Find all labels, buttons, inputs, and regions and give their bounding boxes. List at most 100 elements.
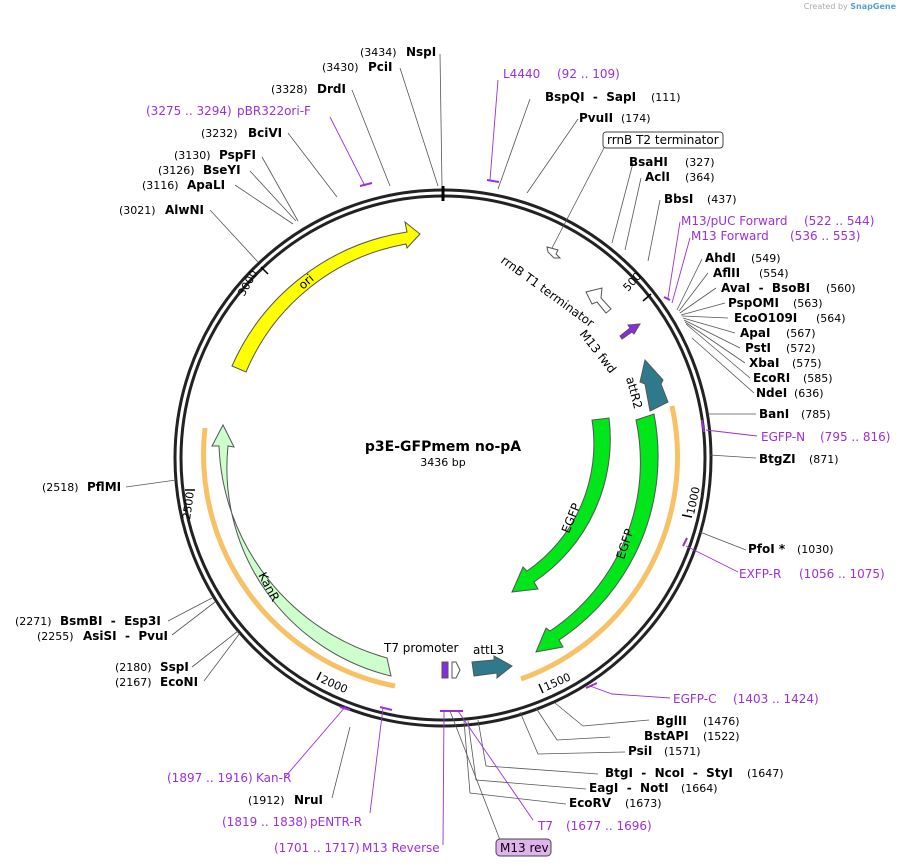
m13-rev-callout[interactable]: M13 rev	[449, 710, 552, 857]
svg-text:(1476): (1476)	[703, 715, 740, 728]
tick-label-1000: 1000	[684, 486, 703, 516]
egfp-orf-band	[520, 405, 681, 682]
m13-rev-label: M13 rev	[500, 841, 549, 855]
site-aflii: AflII(554)	[713, 266, 789, 280]
site-sspi: (2180)SspI	[115, 660, 189, 674]
tick-label-1500: 1500	[542, 670, 573, 693]
svg-text:BtgZI: BtgZI	[759, 452, 796, 466]
site-avai: AvaI - BsoBI(560)	[721, 281, 856, 295]
svg-text:EcoRI: EcoRI	[753, 371, 790, 385]
svg-text:EGFP-N: EGFP-N	[761, 430, 805, 444]
svg-text:(1647): (1647)	[747, 767, 784, 780]
svg-text:(327): (327)	[685, 156, 715, 169]
primer-m13-reverse: (1701 .. 1717)M13 Reverse	[274, 841, 440, 855]
svg-text:Kan-R: Kan-R	[256, 771, 291, 785]
site-psii: PsiI(1571)	[628, 744, 701, 758]
site-ecori: EcoRI (585)	[753, 371, 833, 385]
svg-text:(1571): (1571)	[664, 745, 701, 758]
svg-text:M13 Reverse: M13 Reverse	[362, 841, 440, 855]
tick-label-500: 500	[621, 270, 645, 294]
svg-text:PciI: PciI	[368, 60, 393, 74]
m13-fwd-arrow[interactable]	[619, 323, 641, 340]
site-asisi: (2255) AsiSI - PvuI	[37, 629, 168, 643]
svg-text:ApaLI: ApaLI	[187, 178, 225, 192]
t7-promoter-label: T7 promoter	[383, 641, 459, 655]
primer-pbr322ori-f: (3275 .. 3294)pBR322ori-F	[146, 104, 311, 118]
site-alwni: (3021)AlwNI	[119, 203, 204, 217]
svg-text:PfoI *: PfoI *	[748, 542, 786, 556]
svg-text:NspI: NspI	[406, 45, 436, 59]
site-bspqi: BspQI - SapI(111)	[545, 90, 681, 104]
svg-text:AsiSI - PvuI: AsiSI - PvuI	[83, 629, 168, 643]
svg-text:(3434): (3434)	[360, 46, 397, 59]
svg-text:(563): (563)	[793, 297, 823, 310]
site-drdi: (3328)DrdI	[271, 82, 346, 96]
svg-text:EGFP-C: EGFP-C	[673, 692, 716, 706]
primer-t7: T7(1677 .. 1696)	[537, 819, 652, 833]
primer-l4440: L4440(92 .. 109)	[503, 67, 620, 81]
rrnb-t1-arrow[interactable]	[585, 287, 612, 314]
primer-kan-r: (1897 .. 1916)Kan-R	[167, 771, 291, 785]
svg-text:BsaHI: BsaHI	[629, 155, 668, 169]
plasmid-size: 3436 bp	[420, 456, 465, 469]
svg-text:L4440: L4440	[503, 67, 540, 81]
rrnb-t2-label: rrnB T2 terminator	[607, 133, 719, 147]
egfp-inner-arrow[interactable]	[511, 417, 611, 593]
attr2-arrow[interactable]	[639, 358, 669, 412]
svg-text:BstAPI: BstAPI	[644, 729, 689, 743]
primer-egfp-c: EGFP-C(1403 .. 1424)	[673, 692, 819, 706]
svg-text:(437): (437)	[707, 193, 737, 206]
rrnb-t2-terminator-callout[interactable]: rrnB T2 terminator	[551, 131, 724, 249]
site-btgi: BtgI - NcoI - StyI(1647)	[605, 766, 784, 780]
site-apai: ApaI(567)	[740, 326, 816, 340]
tick-2500: 2500	[180, 489, 197, 520]
svg-text:PvuII: PvuII	[579, 111, 613, 125]
svg-text:(636): (636)	[794, 387, 824, 400]
t7-promoter-arrow[interactable]	[451, 661, 461, 679]
svg-text:(549): (549)	[751, 252, 781, 265]
site-pfoi: PfoI *(1030)	[748, 542, 834, 556]
svg-text:(585): (585)	[803, 372, 833, 385]
svg-text:BspQI - SapI: BspQI - SapI	[545, 90, 636, 104]
svg-text:BsmBI - Esp3I: BsmBI - Esp3I	[60, 614, 161, 628]
svg-text:M13/pUC Forward: M13/pUC Forward	[681, 214, 788, 228]
site-ndei: NdeI(636)	[756, 386, 824, 400]
svg-text:AvaI - BsoBI: AvaI - BsoBI	[721, 281, 810, 295]
svg-text:EcoO109I: EcoO109I	[734, 311, 797, 325]
site-bseyi: (3126)BseYI	[158, 163, 241, 177]
svg-text:(2255): (2255)	[37, 630, 74, 643]
svg-text:DrdI: DrdI	[317, 82, 346, 96]
site-ecorv: EcoRV(1673)	[569, 796, 662, 810]
site-psppomi: PspOMI (563)	[728, 296, 823, 310]
svg-text:(3430): (3430)	[322, 61, 359, 74]
svg-text:PspOMI: PspOMI	[728, 296, 779, 310]
site-psti: PstI(572)	[745, 341, 816, 355]
egfp-outer-arrow[interactable]	[535, 413, 659, 653]
kanr-arrow[interactable]	[211, 423, 392, 677]
site-pflmi: (2518)PflMI	[42, 480, 121, 494]
site-bglii: BglII(1476)	[656, 714, 740, 728]
svg-text:(1056 .. 1075): (1056 .. 1075)	[799, 567, 885, 581]
svg-text:BciVI: BciVI	[248, 126, 282, 140]
plasmid-name: p3E-GFPmem no-pA	[365, 439, 521, 455]
site-xbai: XbaI(575)	[749, 356, 822, 370]
svg-text:NruI: NruI	[294, 793, 323, 807]
site-bani: BanI(785)	[759, 407, 831, 421]
svg-text:BbsI: BbsI	[664, 192, 693, 206]
site-nspi: (3434) NspI	[360, 45, 436, 59]
m13-rev-feature[interactable]	[441, 661, 449, 679]
primer-m13-puc-forward: M13/pUC Forward(522 .. 544)	[681, 214, 874, 228]
snapgene-credit: Created by SnapGene	[804, 2, 896, 11]
site-bsahi: BsaHI (327)	[629, 155, 715, 169]
ori-arrow[interactable]	[231, 220, 421, 373]
attl3-arrow[interactable]	[471, 655, 513, 680]
svg-text:EXFP-R: EXFP-R	[739, 567, 781, 581]
rrnb-t2-arrow[interactable]	[546, 246, 562, 259]
primer-labels: (3275 .. 3294)pBR322ori-F L4440(92 .. 10…	[146, 67, 890, 855]
tick-1500: 1500	[538, 670, 573, 694]
svg-text:(567): (567)	[786, 327, 816, 340]
svg-text:(1819 .. 1838): (1819 .. 1838)	[222, 815, 308, 829]
kanr-label: KanR	[255, 570, 282, 604]
primer-leaders	[284, 79, 758, 846]
